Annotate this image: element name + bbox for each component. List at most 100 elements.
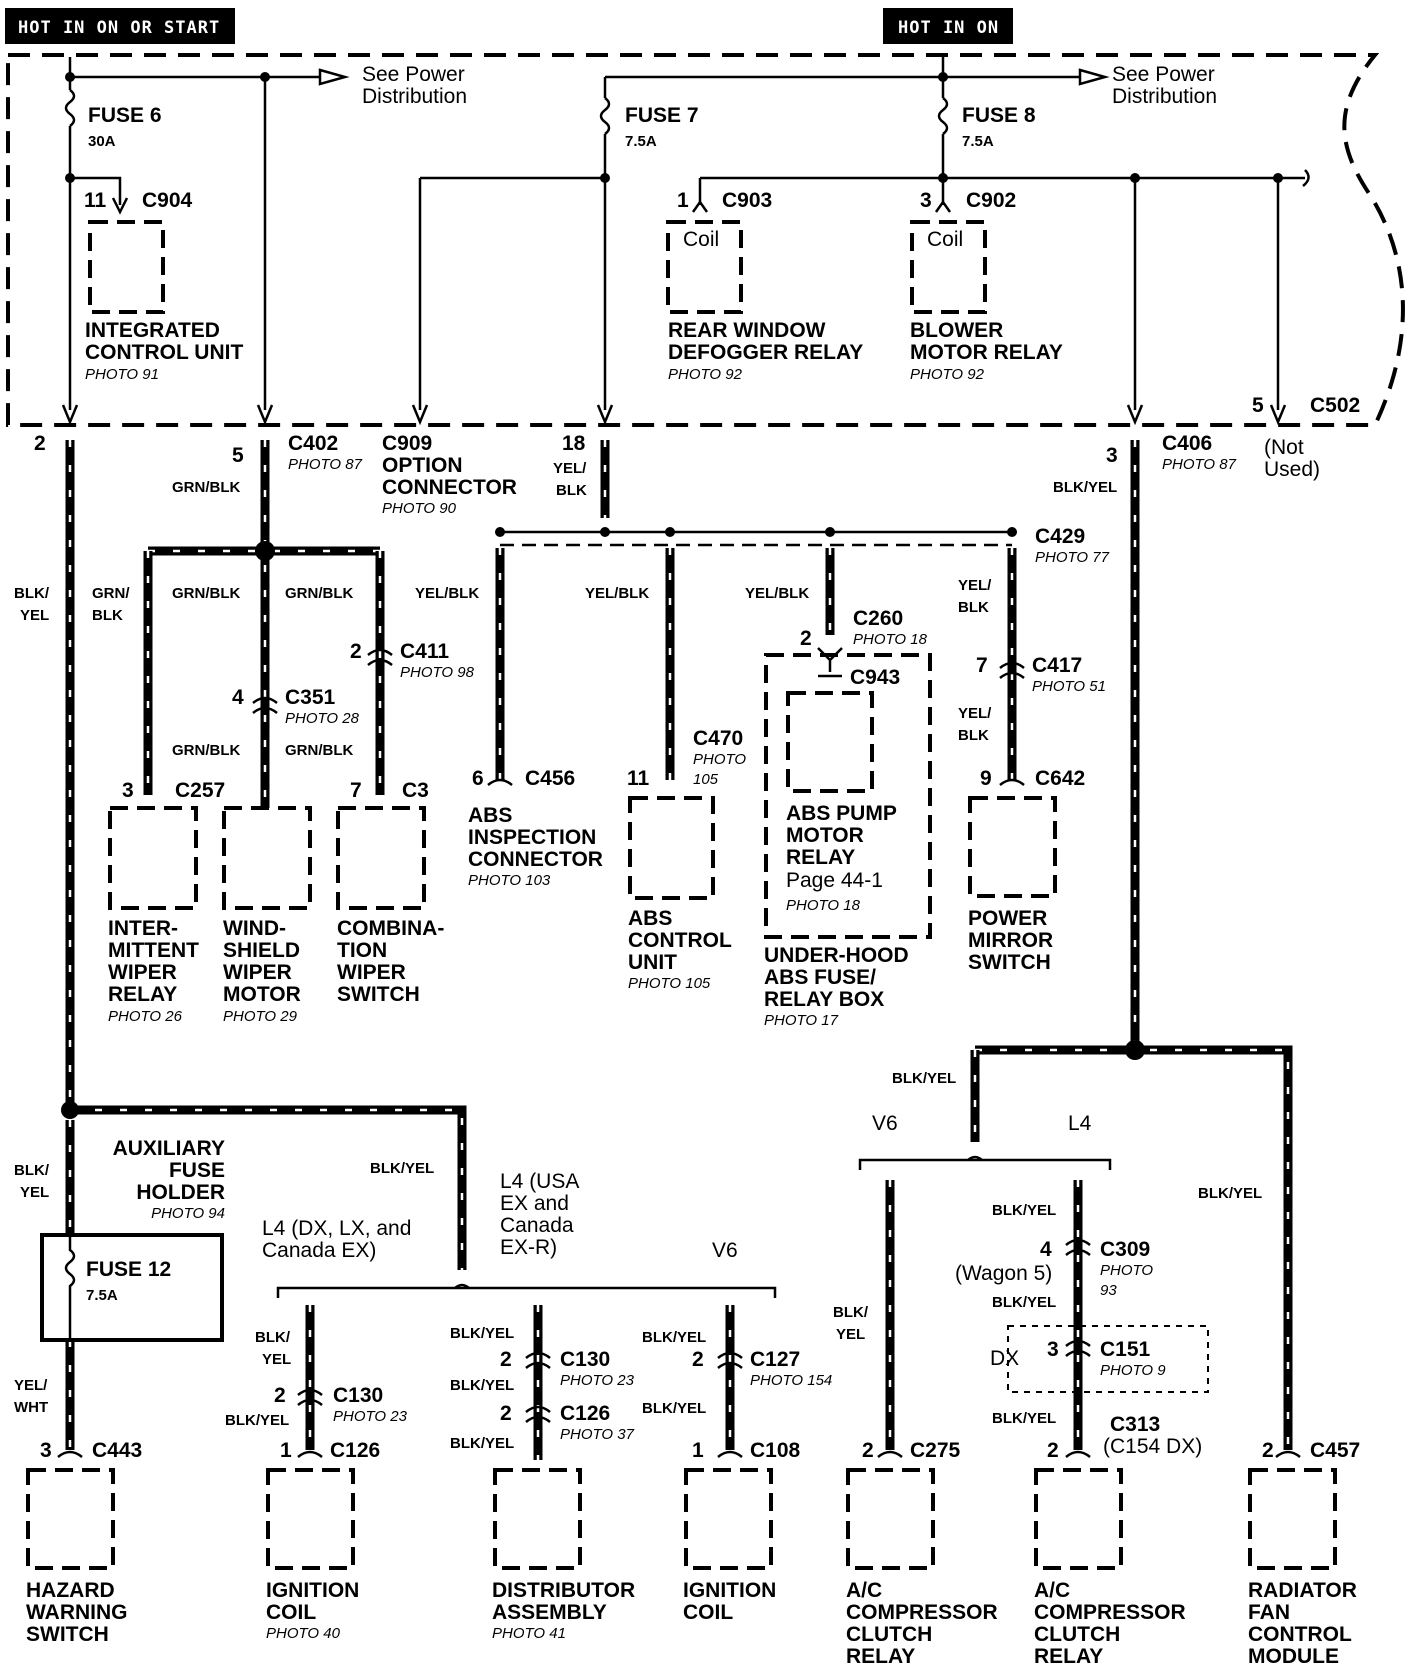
see-power-label-2: See Power [1112, 63, 1215, 86]
c351-photo: PHOTO 28 [285, 710, 360, 727]
ignition-coil-v6: 2 C127 PHOTO 154 1 C108 IGNITION COIL [683, 1348, 832, 1624]
exit-pin-18: 18 [562, 432, 586, 455]
svg-text:PHOTO 23: PHOTO 23 [560, 1372, 635, 1389]
wire-label: BLK/YEL [1198, 1185, 1262, 1202]
svg-text:COMBINA-: COMBINA- [337, 917, 444, 940]
svg-text:MOTOR: MOTOR [223, 983, 301, 1006]
wire-label: YEL/ [958, 705, 992, 722]
svg-text:RELAY: RELAY [108, 983, 177, 1006]
c406-label: C406 [1162, 432, 1212, 455]
exit-pin-2: 2 [34, 432, 46, 455]
header-hot-start-text: HOT IN ON OR START [18, 18, 220, 38]
svg-text:Coil: Coil [927, 228, 963, 251]
wire-label: BLK/YEL [370, 1160, 434, 1177]
fuse12-rating: 7.5A [86, 1287, 118, 1304]
exit-pin-5: 5 [232, 444, 244, 467]
c402-photo: PHOTO 87 [288, 456, 363, 473]
svg-text:INSPECTION: INSPECTION [468, 826, 596, 849]
svg-text:4: 4 [1040, 1238, 1052, 1261]
svg-text:C260: C260 [853, 607, 903, 630]
svg-text:(C154 DX): (C154 DX) [1103, 1435, 1202, 1458]
svg-text:FUSE: FUSE [169, 1159, 225, 1182]
inline-connectors [252, 647, 1091, 1423]
svg-text:SWITCH: SWITCH [337, 983, 420, 1006]
power-mirror-switch: 7 C417 PHOTO 51 9 C642 POWER MIRROR SWIT… [968, 654, 1106, 974]
svg-text:IGNITION: IGNITION [266, 1579, 359, 1602]
svg-text:WIND-: WIND- [223, 917, 286, 940]
auxiliary-fuse-holder: AUXILIARY FUSE HOLDER PHOTO 94 FUSE 12 7… [40, 1137, 225, 1342]
svg-text:C470: C470 [693, 727, 743, 750]
c257-label: C257 [175, 779, 225, 802]
svg-text:L4 (DX, LX, and: L4 (DX, LX, and [262, 1217, 411, 1240]
c411-pin: 2 [350, 640, 362, 663]
svg-text:PHOTO 105: PHOTO 105 [628, 975, 711, 992]
svg-text:ABS: ABS [468, 804, 512, 827]
svg-text:2: 2 [500, 1402, 512, 1425]
ignition-coil-l4: 2 C130 PHOTO 23 1 C126 IGNITION COIL PHO… [266, 1384, 408, 1642]
svg-text:C417: C417 [1032, 654, 1082, 677]
ac-l4-label: L4 [1068, 1112, 1092, 1135]
ac-compressor-clutch-relay-l4: 4 C309 PHOTO 93 (Wagon 5) DX 3 C151 PHOT… [955, 1238, 1209, 1668]
wire-label: GRN/BLK [285, 585, 353, 602]
svg-text:C902: C902 [966, 189, 1016, 212]
svg-text:EX and: EX and [500, 1192, 569, 1215]
svg-text:RELAY: RELAY [786, 846, 855, 869]
svg-text:Page 44-1: Page 44-1 [786, 869, 883, 892]
svg-text:PHOTO 18: PHOTO 18 [786, 897, 861, 914]
c429-photo: PHOTO 77 [1035, 549, 1110, 566]
harness-wires [61, 440, 1293, 1460]
svg-text:PHOTO: PHOTO [1100, 1262, 1153, 1279]
svg-text:2: 2 [862, 1439, 874, 1462]
c3-label: C3 [402, 779, 429, 802]
wire-label: BLK/YEL [992, 1202, 1056, 1219]
svg-text:CONTROL UNIT: CONTROL UNIT [85, 341, 243, 364]
svg-text:CLUTCH: CLUTCH [1034, 1623, 1120, 1646]
fuse12-label: FUSE 12 [86, 1258, 171, 1281]
svg-text:3: 3 [40, 1439, 52, 1462]
wire-label: YEL [836, 1326, 865, 1343]
ac-option-bracket [858, 1155, 1112, 1170]
svg-text:RADIATOR: RADIATOR [1248, 1579, 1357, 1602]
wire-label: GRN/BLK [172, 479, 240, 496]
wire-label: GRN/ [92, 585, 130, 602]
wire-label: GRN/BLK [285, 742, 353, 759]
svg-text:PHOTO 92: PHOTO 92 [910, 366, 985, 383]
svg-text:PHOTO 51: PHOTO 51 [1032, 678, 1106, 695]
ac-compressor-clutch-relay-v6: 2 C275 A/C COMPRESSOR CLUTCH RELAY [846, 1439, 998, 1668]
svg-text:C130: C130 [333, 1384, 383, 1407]
header-hot-on: HOT IN ON [883, 8, 1013, 44]
svg-text:2: 2 [1262, 1439, 1274, 1462]
svg-text:Coil: Coil [683, 228, 719, 251]
svg-text:2: 2 [692, 1348, 704, 1371]
svg-text:AUXILIARY: AUXILIARY [113, 1137, 225, 1160]
wire-label: WHT [14, 1399, 48, 1416]
svg-text:C127: C127 [750, 1348, 800, 1371]
svg-text:POWER: POWER [968, 907, 1047, 930]
svg-text:2: 2 [1047, 1439, 1059, 1462]
svg-text:BLOWER: BLOWER [910, 319, 1003, 342]
svg-text:A/C: A/C [1034, 1579, 1070, 1602]
wire-label: BLK [92, 607, 123, 624]
wire-label: BLK/YEL [642, 1329, 706, 1346]
c909-photo: PHOTO 90 [382, 500, 457, 517]
svg-text:MOTOR RELAY: MOTOR RELAY [910, 341, 1063, 364]
wire-label: BLK/ [14, 585, 50, 602]
svg-text:RELAY: RELAY [846, 1645, 915, 1668]
wire-label: BLK/ [255, 1329, 291, 1346]
see-power-label-1: See Power [362, 63, 465, 86]
svg-text:C126: C126 [330, 1439, 380, 1462]
svg-text:RELAY: RELAY [1034, 1645, 1103, 1668]
exit-pin-3: 3 [1106, 444, 1118, 467]
c411-label: C411 [400, 640, 449, 663]
wire-label: BLK/YEL [450, 1377, 514, 1394]
fuse-box-wiring [61, 57, 1310, 426]
svg-text:UNIT: UNIT [628, 951, 677, 974]
svg-text:V6: V6 [712, 1239, 738, 1262]
svg-text:DISTRIBUTOR: DISTRIBUTOR [492, 1579, 635, 1602]
ignition-variant-labels: L4 (DX, LX, and Canada EX) L4 (USA EX an… [262, 1170, 738, 1262]
svg-text:COIL: COIL [683, 1601, 733, 1624]
wire-label: BLK/YEL [992, 1294, 1056, 1311]
svg-text:WIPER: WIPER [337, 961, 406, 984]
rear-window-defogger-relay: 1 C903 Coil REAR WINDOW DEFOGGER RELAY P… [666, 189, 863, 383]
